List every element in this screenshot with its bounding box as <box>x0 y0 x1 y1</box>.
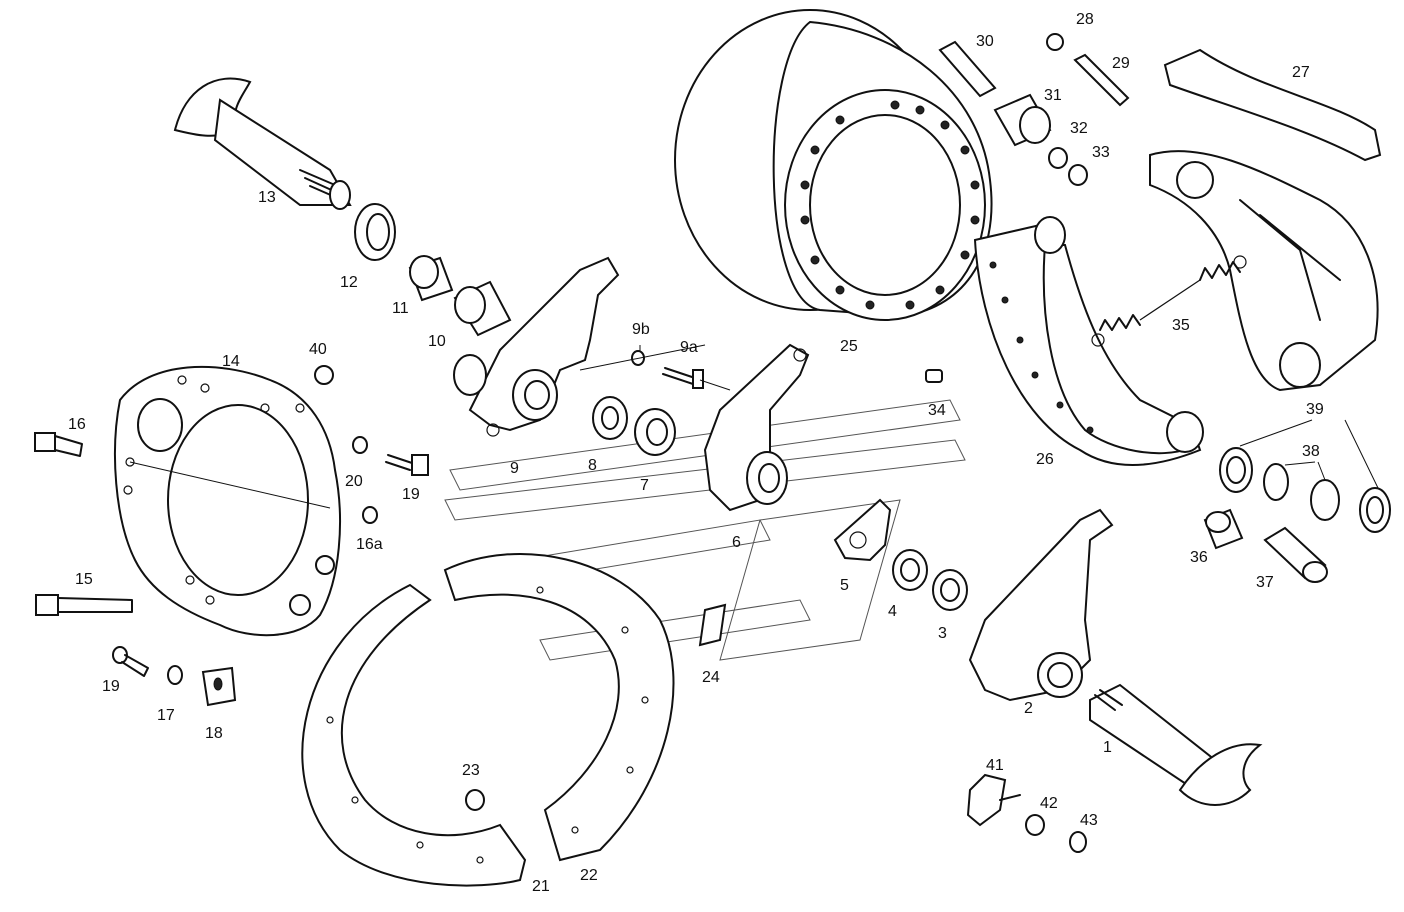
label-38: 38 <box>1302 443 1320 460</box>
part-9-bracket <box>453 256 620 437</box>
label-25: 25 <box>840 338 858 355</box>
label-32: 32 <box>1070 120 1088 137</box>
part-22-lining <box>443 553 675 862</box>
part-14-backing-plate <box>114 365 341 637</box>
label-21: 21 <box>532 878 550 895</box>
label-28: 28 <box>1076 11 1094 28</box>
part-shoe-upper <box>1149 150 1379 392</box>
part-37-pin <box>1263 526 1328 583</box>
label-6: 6 <box>732 534 741 551</box>
label-10: 10 <box>428 333 446 350</box>
part-3-washer <box>932 569 968 611</box>
label-18: 18 <box>205 725 223 742</box>
leader-lines <box>579 344 731 391</box>
label-3: 3 <box>938 625 947 642</box>
label-15: 15 <box>75 571 93 588</box>
label-39: 39 <box>1306 401 1324 418</box>
label-33: 33 <box>1092 144 1110 161</box>
part-41-bracket <box>966 773 1021 827</box>
label-16a: 16a <box>356 536 383 553</box>
part-labels: 1 2 3 4 5 6 7 8 9 9a 9b 10 11 12 13 14 1… <box>68 11 1324 895</box>
label-7: 7 <box>640 477 649 494</box>
label-19-right: 19 <box>402 486 420 503</box>
part-2-bracket <box>968 508 1114 702</box>
label-27: 27 <box>1292 64 1310 81</box>
label-29: 29 <box>1112 55 1130 72</box>
label-20: 20 <box>345 473 363 490</box>
label-16: 16 <box>68 416 86 433</box>
part-21-lining <box>301 583 527 887</box>
part-42-nut <box>1025 814 1045 836</box>
part-38-ring-left <box>1263 463 1289 501</box>
part-16-bolt <box>34 432 83 457</box>
part-19-bolt <box>385 454 429 476</box>
label-41: 41 <box>986 757 1004 774</box>
part-43-fitting <box>1069 831 1087 853</box>
label-19-left: 19 <box>102 678 120 695</box>
label-23: 23 <box>462 762 480 779</box>
part-27-lining <box>1163 48 1382 162</box>
part-28-clip <box>1046 33 1064 51</box>
part-18-clip <box>201 666 237 707</box>
label-24: 24 <box>702 669 720 686</box>
part-9a-screw <box>662 367 704 389</box>
part-39-seal-left <box>1219 447 1253 493</box>
label-22: 22 <box>580 867 598 884</box>
label-5: 5 <box>840 577 849 594</box>
part-19-bolt-small <box>112 646 149 677</box>
part-10-sleeve <box>453 280 512 337</box>
label-30: 30 <box>976 33 994 50</box>
label-35: 35 <box>1172 317 1190 334</box>
part-4-washer <box>892 549 928 591</box>
label-1: 1 <box>1103 739 1112 756</box>
part-25-drum <box>674 9 993 321</box>
part-17-washer <box>167 665 183 685</box>
part-12-bushing <box>354 203 396 261</box>
label-36: 36 <box>1190 549 1208 566</box>
part-20-washer <box>352 436 368 454</box>
label-31: 31 <box>1044 87 1062 104</box>
part-8-washer <box>592 396 628 440</box>
part-7-seal <box>634 408 676 456</box>
part-35-spring <box>1091 255 1247 347</box>
part-11-bushing <box>408 255 454 302</box>
part-23-plug <box>465 789 485 811</box>
label-40: 40 <box>309 341 327 358</box>
label-9: 9 <box>510 460 519 477</box>
label-14: 14 <box>222 353 240 370</box>
label-34: 34 <box>928 402 946 419</box>
part-30-pin <box>938 40 997 98</box>
part-24-clip <box>698 603 727 647</box>
part-13-camshaft <box>173 77 352 210</box>
label-11: 11 <box>392 300 409 317</box>
part-31-roller <box>993 93 1052 147</box>
label-26: 26 <box>1036 451 1054 468</box>
label-9a: 9a <box>680 339 698 356</box>
label-43: 43 <box>1080 812 1098 829</box>
part-38-ring-right <box>1310 479 1340 521</box>
label-4: 4 <box>888 603 897 620</box>
label-2: 2 <box>1024 700 1033 717</box>
label-12: 12 <box>340 274 358 291</box>
label-37: 37 <box>1256 574 1274 591</box>
label-13: 13 <box>258 189 276 206</box>
label-17: 17 <box>157 707 175 724</box>
part-26-brake-shoe <box>973 216 1204 466</box>
label-9b: 9b <box>632 321 650 338</box>
part-39-seal-right <box>1359 487 1391 533</box>
part-32-washer <box>1048 147 1068 169</box>
part-29-pin <box>1073 53 1130 107</box>
part-40-plug <box>314 365 334 385</box>
part-5-plate <box>833 498 892 562</box>
part-36-pin <box>1203 508 1244 550</box>
part-33-washer <box>1068 164 1088 186</box>
part-34-pin <box>925 369 943 383</box>
part-16a-nut <box>362 506 378 524</box>
part-1-camshaft <box>1089 683 1263 806</box>
label-8: 8 <box>588 457 597 474</box>
part-6-slack-adjuster <box>703 343 810 512</box>
label-42: 42 <box>1040 795 1058 812</box>
part-15-long-bolt <box>35 594 133 616</box>
